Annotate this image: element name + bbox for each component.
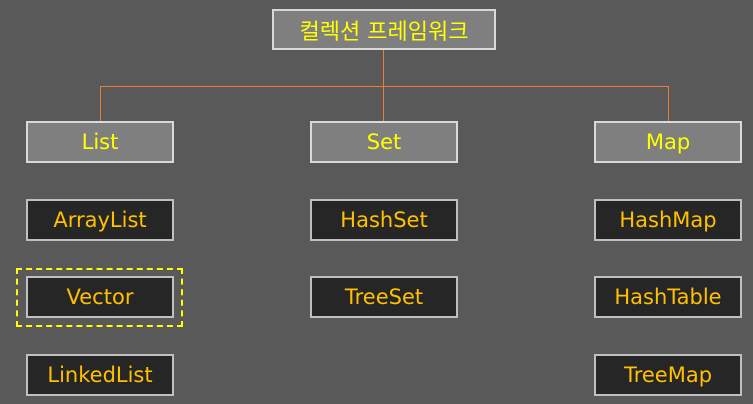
- list-item-vector: Vector: [26, 276, 174, 318]
- map-item-treemap: TreeMap: [594, 354, 742, 396]
- vector-highlight-frame: [16, 268, 183, 327]
- list-item-linkedlist: LinkedList: [26, 354, 174, 396]
- list-item-arraylist: ArrayList: [26, 199, 174, 241]
- map-item-hashtable: HashTable: [594, 276, 742, 318]
- category-map: Map: [594, 121, 742, 163]
- map-item-hashmap: HashMap: [594, 199, 742, 241]
- connector-to-list: [100, 86, 101, 121]
- connector-horizontal-bar: [100, 86, 669, 87]
- category-set: Set: [310, 121, 458, 163]
- root-node: 컬렉션 프레임워크: [272, 9, 496, 50]
- set-item-treeset: TreeSet: [310, 276, 458, 318]
- category-list: List: [26, 121, 174, 163]
- set-item-hashset: HashSet: [310, 199, 458, 241]
- connector-to-map: [668, 86, 669, 121]
- connector-root-stem: [383, 50, 384, 87]
- connector-to-set: [383, 86, 384, 121]
